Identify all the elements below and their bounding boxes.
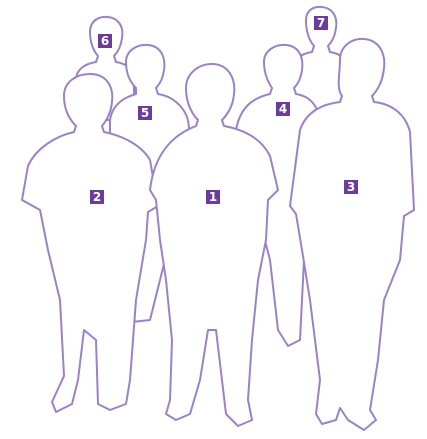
- badge-6-label: 6: [101, 34, 109, 48]
- badge-1-label: 1: [209, 190, 217, 204]
- badge-6: 6: [98, 34, 112, 48]
- badge-7: 7: [314, 16, 328, 30]
- badge-3-label: 3: [347, 180, 355, 194]
- badge-5-label: 5: [141, 106, 149, 120]
- badge-4: 4: [276, 102, 290, 116]
- badge-7-label: 7: [317, 16, 325, 30]
- badge-3: 3: [344, 180, 358, 194]
- badge-4-label: 4: [279, 102, 287, 116]
- badge-5: 5: [138, 106, 152, 120]
- badge-1: 1: [206, 190, 220, 204]
- badge-2: 2: [90, 190, 104, 204]
- badge-2-label: 2: [93, 190, 101, 204]
